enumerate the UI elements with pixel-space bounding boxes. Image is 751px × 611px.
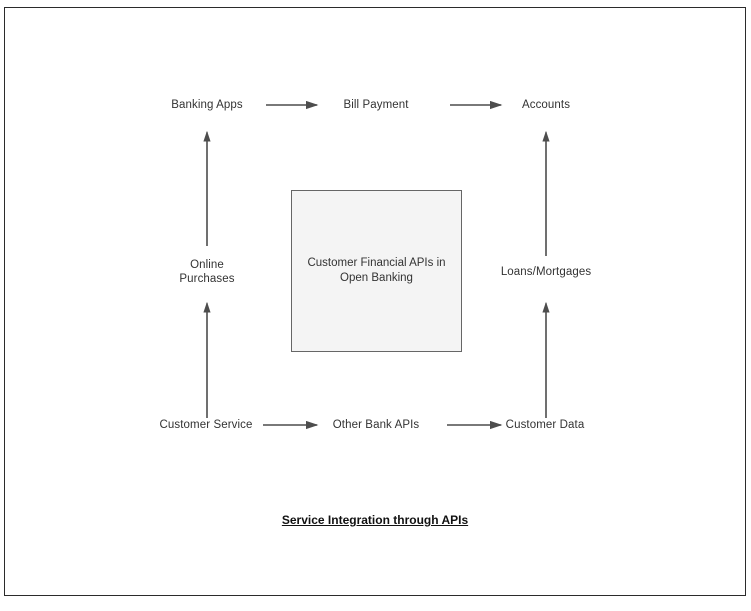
node-banking-apps: Banking Apps [171,99,243,111]
node-online-purchases: Online Purchases [179,259,235,285]
node-other-bank-apis: Other Bank APIs [332,419,420,431]
node-customer-data: Customer Data [505,419,585,431]
diagram-title: Service Integration through APIs [281,513,469,527]
arrow-layer [203,100,550,430]
node-accounts: Accounts [521,99,571,111]
node-loans-mortgages: Loans/Mortgages [500,266,592,278]
diagram-canvas: Banking Apps Bill Payment Accounts Onlin… [4,7,746,596]
center-box-customer-financial-apis: Customer Financial APIs in Open Banking [291,190,462,352]
center-box-label: Customer Financial APIs in Open Banking [307,257,446,284]
node-customer-service: Customer Service [159,419,253,431]
node-bill-payment: Bill Payment [343,99,409,111]
